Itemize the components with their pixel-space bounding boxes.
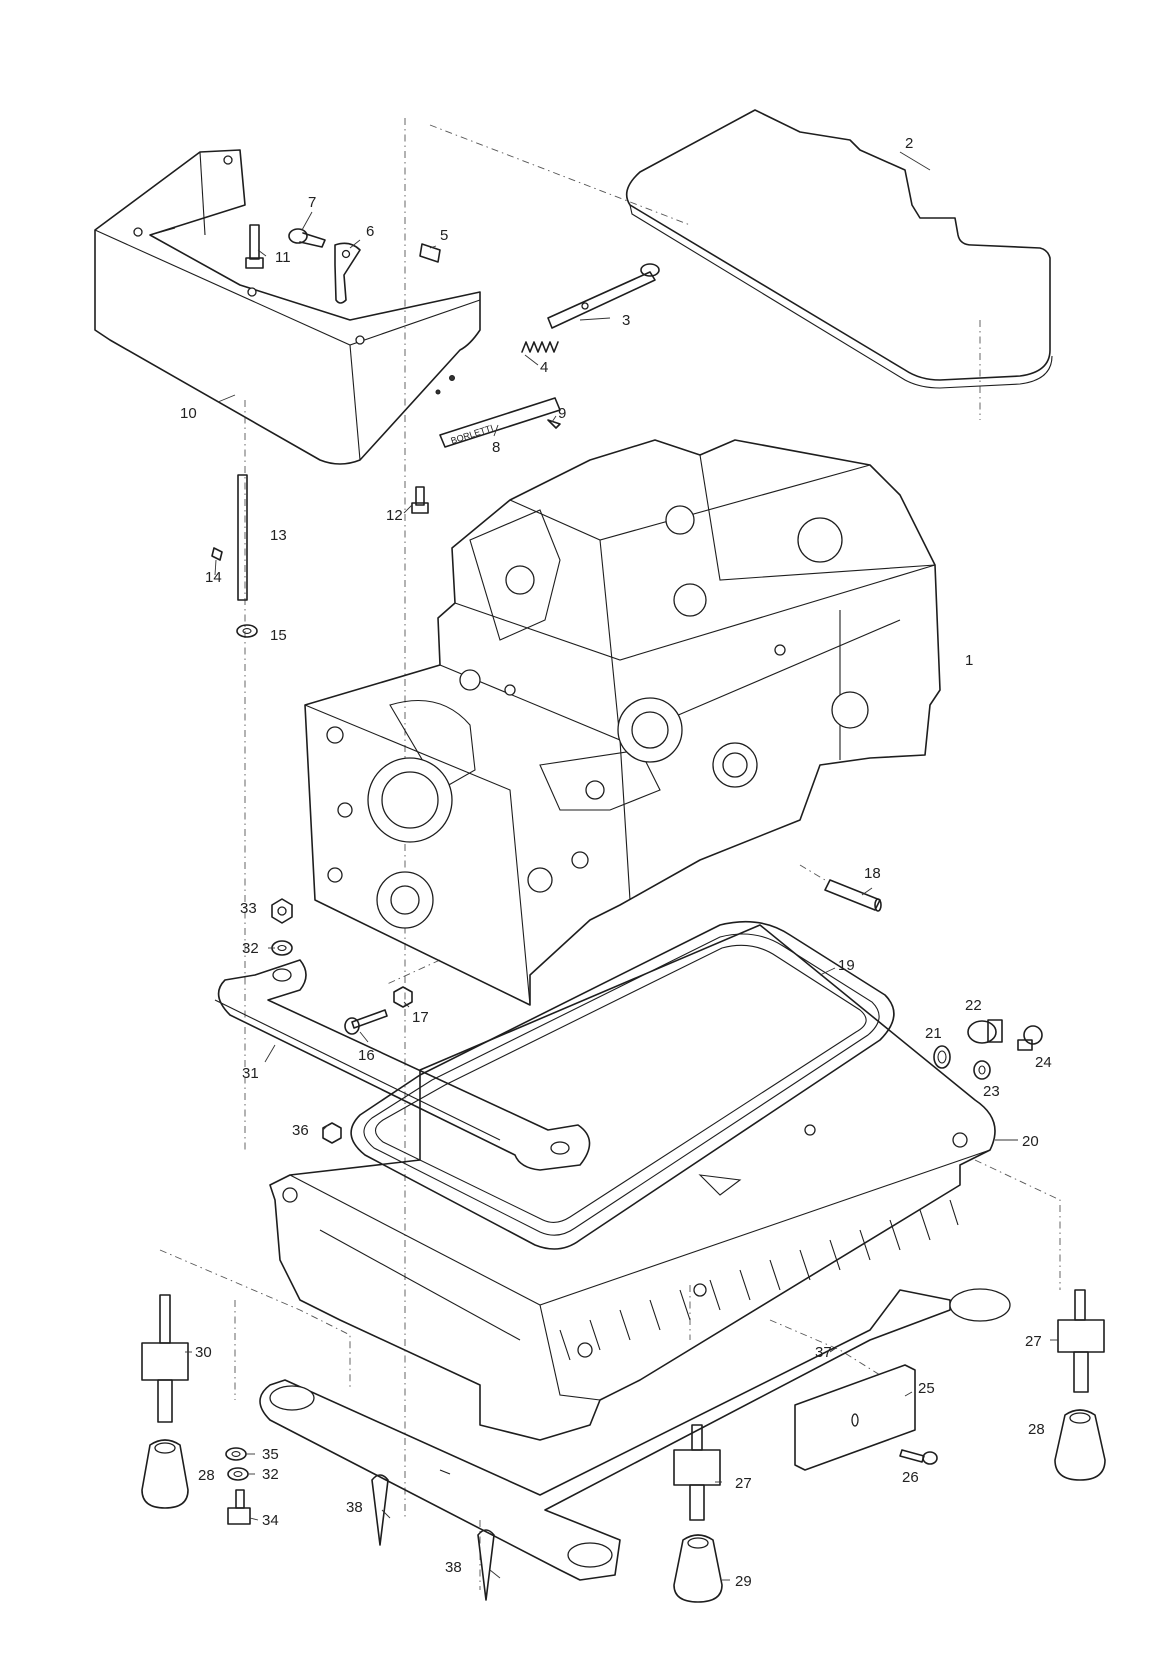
assembly-axes	[159, 118, 1061, 1590]
callout-38-center: 38	[445, 1559, 462, 1576]
callout-3: 3	[622, 312, 630, 329]
callout-4: 4	[540, 359, 548, 376]
latch-part-6	[334, 242, 361, 304]
callout-23: 23	[983, 1083, 1000, 1100]
callout-12: 12	[386, 507, 403, 524]
rod-part-3	[547, 263, 660, 329]
callout-27-center: 27	[735, 1475, 752, 1492]
washer-part-23	[973, 1060, 991, 1080]
nameplate-text: BORLETTI	[450, 423, 495, 446]
callout-35: 35	[262, 1446, 279, 1463]
callout-28-right: 28	[1028, 1421, 1045, 1438]
callout-32-lower: 32	[262, 1466, 279, 1483]
screw-part-34	[227, 1489, 251, 1525]
callout-8: 8	[492, 439, 500, 456]
callout-19: 19	[838, 957, 855, 974]
spike-part-38-left	[371, 1474, 389, 1546]
callout-28-left: 28	[198, 1467, 215, 1484]
callout-10: 10	[180, 405, 197, 422]
base-frame-part-37	[259, 1288, 1011, 1581]
plug-part-22	[967, 1019, 1003, 1044]
callout-18: 18	[864, 865, 881, 882]
callout-16: 16	[358, 1047, 375, 1064]
callout-22: 22	[965, 997, 982, 1014]
oil-pan-part-20	[269, 924, 996, 1441]
callout-5: 5	[440, 227, 448, 244]
callout-11: 11	[275, 249, 291, 266]
callout-38-left: 38	[346, 1499, 363, 1516]
callout-21: 21	[925, 1025, 942, 1042]
callout-36: 36	[292, 1122, 309, 1139]
main-housing-part-1	[304, 439, 941, 1006]
gasket-part-19	[350, 920, 895, 1250]
leader-lines	[185, 151, 1058, 1581]
bolt-part-16	[344, 1009, 388, 1035]
screw-part-26	[899, 1449, 938, 1465]
callout-1: 1	[965, 652, 973, 669]
handle-part-31	[214, 959, 591, 1171]
callout-7: 7	[308, 194, 316, 211]
spike-part-38-center	[477, 1529, 495, 1601]
callout-30: 30	[195, 1344, 212, 1361]
nut-part-17	[393, 986, 413, 1008]
mount-part-27-center	[673, 1424, 721, 1521]
callout-32-upper: 32	[242, 940, 259, 957]
dowel-pin-part-18	[824, 879, 882, 912]
screw-part-24	[1017, 1025, 1043, 1051]
foot-part-29	[673, 1534, 723, 1603]
nut-part-33	[271, 898, 293, 924]
callout-9: 9	[558, 405, 566, 422]
pin-part-5	[419, 243, 441, 263]
foot-part-28-right	[1054, 1409, 1106, 1481]
screw-part-11	[245, 224, 264, 269]
callout-20: 20	[1022, 1133, 1039, 1150]
callout-37: 37	[815, 1344, 832, 1361]
callout-6: 6	[366, 223, 374, 240]
mount-part-30	[141, 1294, 189, 1423]
callout-15: 15	[270, 627, 287, 644]
plate-part-25	[794, 1364, 916, 1471]
washer-part-35	[225, 1447, 247, 1461]
cover-plate-part-2	[625, 109, 1053, 389]
callout-29: 29	[735, 1573, 752, 1590]
rod-part-13	[237, 474, 248, 601]
foot-part-28-left	[141, 1439, 189, 1509]
nut-part-36	[322, 1122, 342, 1144]
washer-part-32-lower	[227, 1467, 249, 1481]
callout-14: 14	[205, 569, 222, 586]
screw-part-12	[411, 486, 429, 514]
callout-31: 31	[242, 1065, 259, 1082]
set-screw-part-14	[211, 547, 223, 561]
screw-part-7	[288, 228, 326, 248]
spring-part-4	[521, 341, 559, 353]
callout-34: 34	[262, 1512, 279, 1529]
callout-2: 2	[905, 135, 913, 152]
washer-part-21	[933, 1045, 951, 1069]
front-cover-part-10	[94, 149, 481, 465]
callout-27-right: 27	[1025, 1333, 1042, 1350]
callout-labels: 1 2 3 4 5 6 7 8 9 10 11 12 13 14 15 16 1…	[180, 135, 1052, 1590]
rivet-part-9	[547, 419, 561, 429]
callout-33: 33	[240, 900, 257, 917]
washer-part-15	[236, 624, 258, 638]
callout-25: 25	[918, 1380, 935, 1397]
mount-part-27-right	[1057, 1289, 1105, 1393]
callout-17: 17	[412, 1009, 429, 1026]
callout-24: 24	[1035, 1054, 1052, 1071]
callout-13: 13	[270, 527, 287, 544]
callout-26: 26	[902, 1469, 919, 1486]
